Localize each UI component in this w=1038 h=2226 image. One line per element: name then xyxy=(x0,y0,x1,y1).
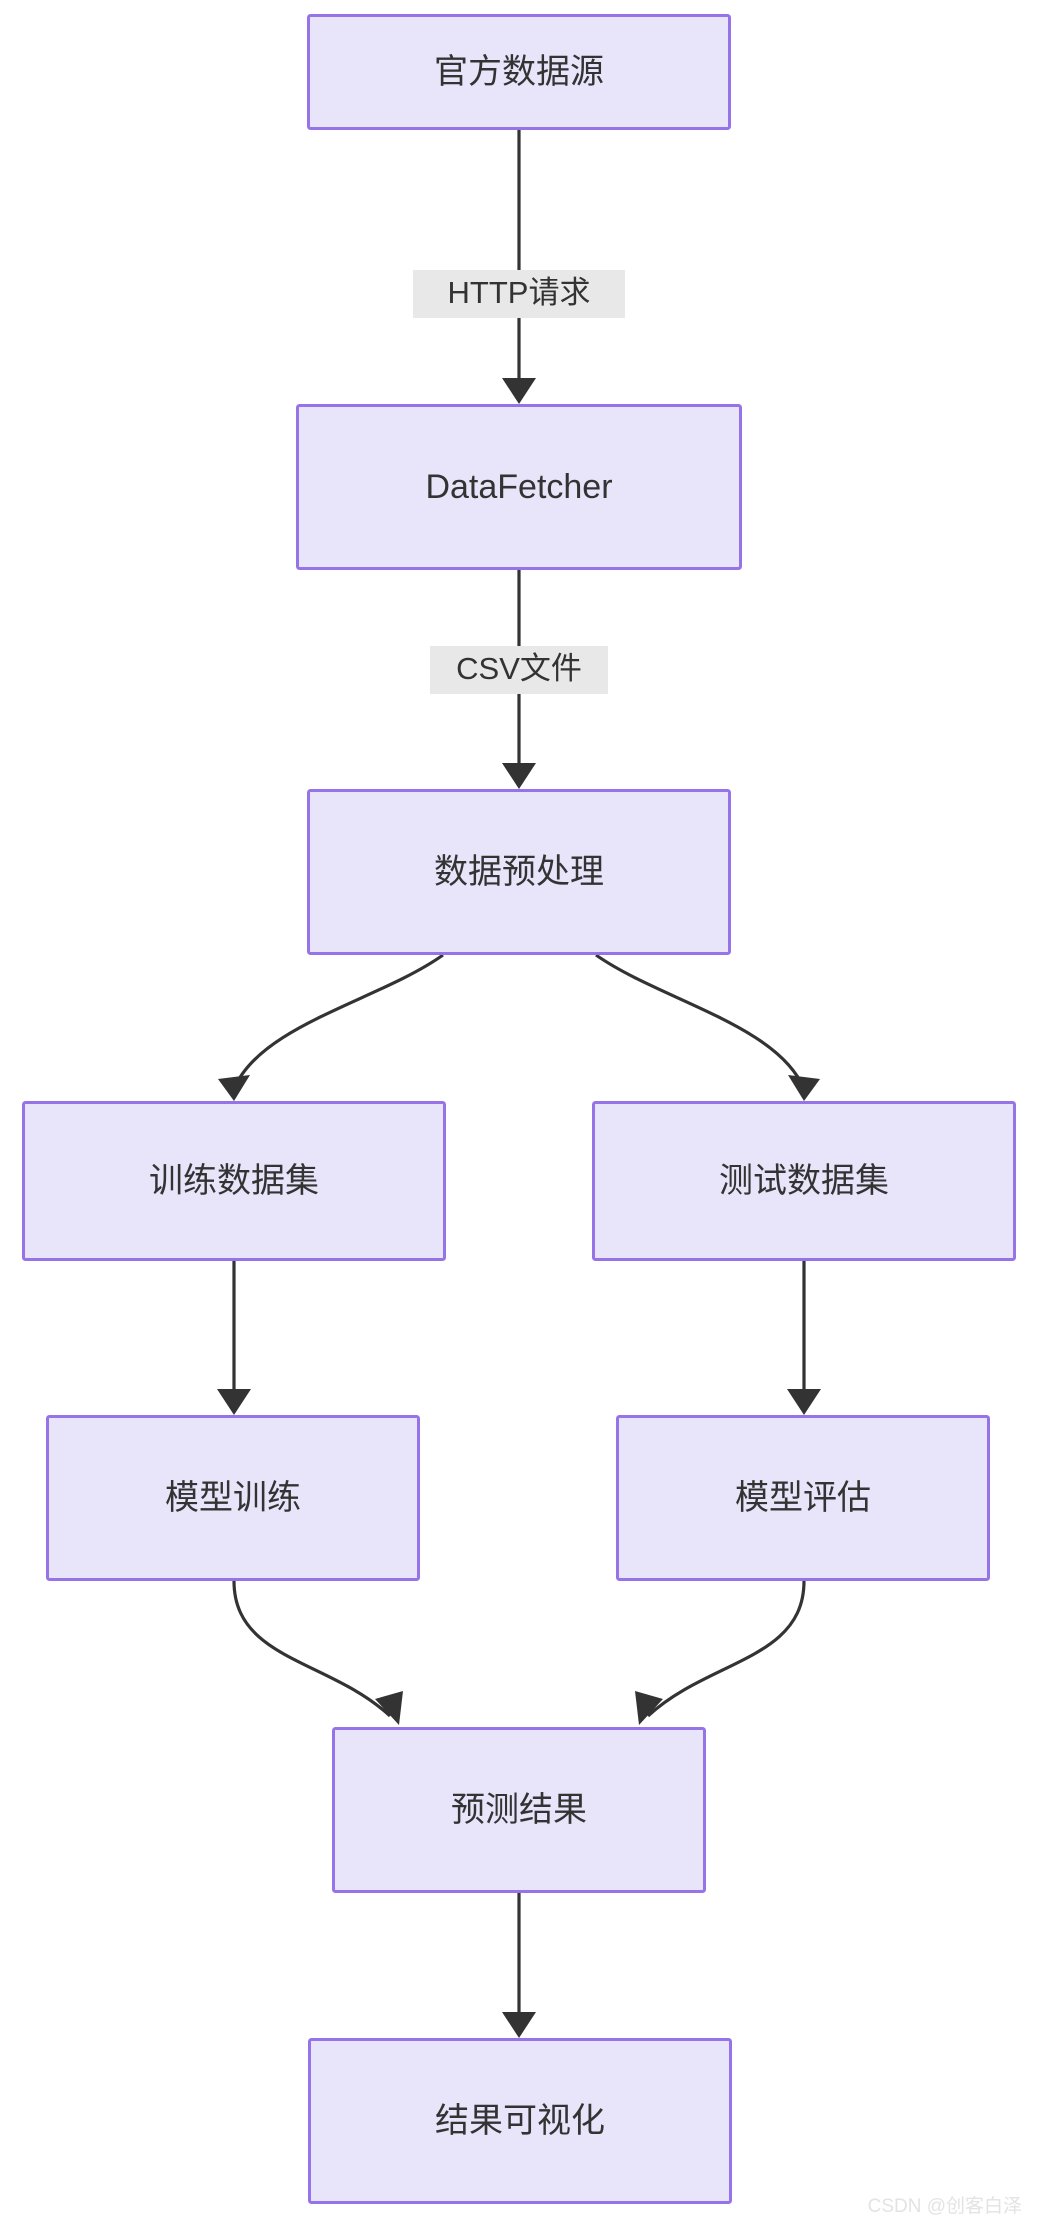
edge-n1-to-n2 xyxy=(502,130,536,404)
edge-line xyxy=(232,1580,392,1718)
edge-n3-to-n5 xyxy=(595,953,820,1101)
node-box[interactable] xyxy=(616,1415,990,1581)
flow-node-n3[interactable]: 数据预处理 xyxy=(307,789,731,955)
node-label: 数据预处理 xyxy=(434,853,604,891)
edge-label-e1: HTTP请求 xyxy=(413,270,625,318)
arrow-head-icon xyxy=(218,1075,250,1101)
csdn-watermark: CSDN @创客白泽 xyxy=(868,2195,1022,2217)
node-box[interactable] xyxy=(307,789,731,955)
edge-line xyxy=(232,953,444,1090)
node-label: 结果可视化 xyxy=(435,2102,605,2140)
node-label: DataFetcher xyxy=(425,468,612,506)
node-box[interactable] xyxy=(308,2038,732,2204)
node-box[interactable] xyxy=(296,404,742,570)
edge-n3-to-n4 xyxy=(218,953,444,1101)
arrow-head-icon xyxy=(788,1075,820,1101)
edge-label-text: CSV文件 xyxy=(456,651,582,686)
flow-node-n2[interactable]: DataFetcher xyxy=(296,404,742,570)
node-box[interactable] xyxy=(22,1101,446,1261)
edge-line xyxy=(595,953,806,1090)
edges-layer xyxy=(217,130,821,2038)
arrow-head-icon xyxy=(217,1389,251,1415)
edge-n6-to-n8 xyxy=(232,1580,403,1725)
flow-node-n8[interactable]: 预测结果 xyxy=(332,1727,706,1893)
edge-label-text: HTTP请求 xyxy=(448,275,591,310)
flow-node-n7[interactable]: 模型评估 xyxy=(616,1415,990,1581)
edge-label-e2: CSV文件 xyxy=(430,646,608,694)
arrow-head-icon xyxy=(502,2012,536,2038)
arrow-head-icon xyxy=(502,378,536,404)
node-label: 训练数据集 xyxy=(149,1162,319,1200)
flow-node-n5[interactable]: 测试数据集 xyxy=(592,1101,1016,1261)
node-label: 预测结果 xyxy=(451,1791,587,1829)
arrow-head-icon xyxy=(787,1389,821,1415)
edge-n7-to-n8 xyxy=(635,1580,806,1725)
arrow-head-icon xyxy=(502,763,536,789)
node-box[interactable] xyxy=(307,14,731,130)
edge-n5-to-n7 xyxy=(787,1261,821,1415)
flow-node-n1[interactable]: 官方数据源 xyxy=(307,14,731,130)
flow-node-n6[interactable]: 模型训练 xyxy=(46,1415,420,1581)
node-label: 官方数据源 xyxy=(434,53,604,91)
flow-node-n9[interactable]: 结果可视化 xyxy=(308,2038,732,2204)
edge-label-background xyxy=(430,646,608,694)
edge-line xyxy=(646,1580,806,1718)
node-box[interactable] xyxy=(46,1415,420,1581)
edge-label-background xyxy=(413,270,625,318)
flow-node-n4[interactable]: 训练数据集 xyxy=(22,1101,446,1261)
arrow-head-icon xyxy=(635,1691,663,1725)
node-label: 模型评估 xyxy=(735,1479,871,1517)
node-box[interactable] xyxy=(592,1101,1016,1261)
edge-n8-to-n9 xyxy=(502,1893,536,2038)
node-label: 模型训练 xyxy=(165,1479,301,1517)
edge-n4-to-n6 xyxy=(217,1261,251,1415)
node-box[interactable] xyxy=(332,1727,706,1893)
node-label: 测试数据集 xyxy=(719,1162,889,1200)
arrow-head-icon xyxy=(375,1691,403,1725)
edge-labels-layer: HTTP请求 CSV文件 xyxy=(413,270,625,694)
